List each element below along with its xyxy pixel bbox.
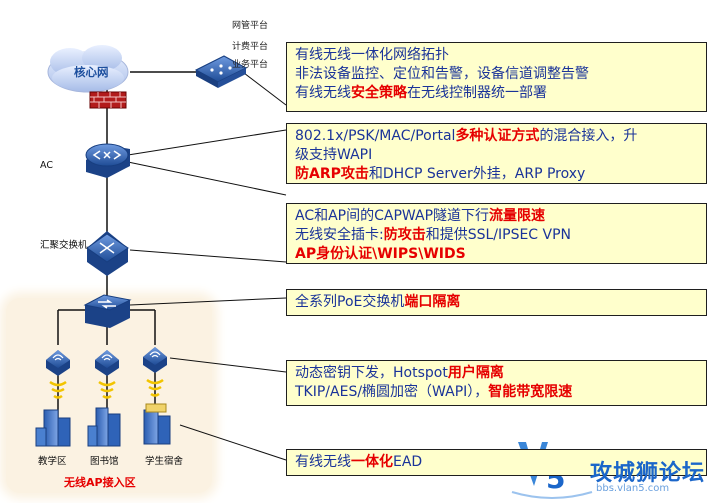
access-point-icons [46, 347, 167, 376]
highlight-text: 用户隔离 [447, 365, 504, 381]
access-switch-icon [83, 294, 132, 328]
platform-label-billing: 计费平台 [232, 42, 269, 52]
callout-topology: 有线无线一体化网络拓扑非法设备监控、定位和告警，设备信道调整告警有线无线安全策略… [286, 42, 707, 112]
watermark-title: 攻城狮论坛 [590, 461, 706, 486]
callout-line: 全系列PoE交换机端口隔离 [295, 293, 698, 312]
callout-text: 非法设备监控、定位和告警，设备信道调整告警 [295, 66, 589, 82]
callout-line: 有线无线安全策略在无线控制器统一部署 [295, 84, 698, 103]
ac-label: AC [40, 160, 53, 171]
watermark-url: bbs.vlan5.com [596, 483, 670, 494]
callout-authentication: 802.1x/PSK/MAC/Portal多种认证方式的混合接入，升级支持WAP… [286, 123, 707, 184]
callout-text: 在无线控制器统一部署 [407, 85, 547, 101]
highlight-text: 一体化 [351, 454, 393, 470]
site-label-library: 图书馆 [90, 456, 119, 467]
highlight-text: 智能带宽限速 [488, 384, 573, 400]
callout-line: 非法设备监控、定位和告警，设备信道调整告警 [295, 65, 698, 84]
callout-text: 和DHCP Server外挂，ARP Proxy [368, 166, 586, 182]
library-building-icon [87, 407, 121, 447]
callout-line: 有线无线一体化EAD [295, 453, 698, 472]
aggregation-switch-label: 汇聚交换机 [40, 240, 88, 251]
callout-line: 无线安全插卡:防攻击和提供SSL/IPSEC VPN [295, 226, 698, 245]
teaching-building-icon [35, 409, 71, 447]
highlight-text: 安全策略 [351, 85, 407, 101]
callout-text: 的混合接入，升 [539, 128, 638, 144]
highlight-text: 防攻击 [383, 227, 426, 243]
callout-ead: 有线无线一体化EAD [286, 449, 707, 476]
site-label-teaching: 教学区 [38, 456, 67, 467]
highlight-text: 端口隔离 [404, 294, 461, 310]
callout-leaders [127, 69, 287, 461]
callout-text: 和提供SSL/IPSEC VPN [425, 227, 572, 243]
callout-poe-isolation: 全系列PoE交换机端口隔离 [286, 289, 707, 316]
dormitory-building-icon [143, 403, 171, 445]
callout-line: AC和AP间的CAPWAP隧道下行流量限速 [295, 207, 698, 226]
wireless-signal-icons [49, 378, 164, 399]
building-icons [35, 403, 171, 447]
ac-controller-icon [85, 143, 130, 178]
management-server-icon [194, 55, 248, 88]
callout-text: 有线无线 [295, 85, 351, 101]
callout-line: 动态密钥下发，Hotspot用户隔离 [295, 364, 698, 383]
platform-label-service: 业务平台 [232, 60, 269, 70]
callout-text: EAD [393, 454, 423, 470]
highlight-text: 多种认证方式 [455, 128, 540, 144]
callout-text: 802.1x/PSK/MAC/Portal [295, 128, 456, 144]
core-network-label: 核心网 [74, 65, 109, 79]
callout-text: 全系列PoE交换机 [295, 294, 405, 310]
callout-text: 无线安全插卡: [295, 227, 384, 243]
callout-line: 防ARP攻击和DHCP Server外挂，ARP Proxy [295, 165, 698, 184]
callout-capwap: AC和AP间的CAPWAP隧道下行流量限速无线安全插卡:防攻击和提供SSL/IP… [286, 203, 707, 264]
site-label-dormitory: 学生宿舍 [145, 456, 184, 467]
aggregation-switch-icon [86, 231, 129, 276]
callout-line: 级支持WAPI [295, 146, 698, 165]
callout-line: 有线无线一体化网络拓扑 [295, 46, 698, 65]
callout-text: 动态密钥下发，Hotspot [295, 365, 448, 381]
callout-line: 802.1x/PSK/MAC/Portal多种认证方式的混合接入，升 [295, 127, 698, 146]
highlight-text: 防ARP攻击 [295, 166, 369, 182]
core-network-cloud [47, 45, 129, 93]
platform-label-network-mgmt: 网管平台 [232, 21, 269, 31]
callout-text: 级支持WAPI [295, 147, 373, 163]
firewall-icon [89, 91, 127, 109]
highlight-text: 流量限速 [489, 208, 546, 224]
zone-title: 无线AP接入区 [64, 476, 136, 489]
callout-text: AC和AP间的CAPWAP隧道下行 [295, 208, 490, 224]
callout-line: AP身份认证\WIPS\WIDS [295, 245, 698, 264]
wireless-ap-access-zone [6, 298, 212, 493]
callout-line: TKIP/AES/椭圆加密（WAPI），智能带宽限速 [295, 383, 698, 402]
callout-text: TKIP/AES/椭圆加密（WAPI）， [295, 384, 489, 400]
callout-text: 有线无线 [295, 454, 351, 470]
highlight-text: AP身份认证\WIPS\WIDS [295, 246, 466, 262]
callout-text: 有线无线一体化网络拓扑 [295, 47, 449, 63]
